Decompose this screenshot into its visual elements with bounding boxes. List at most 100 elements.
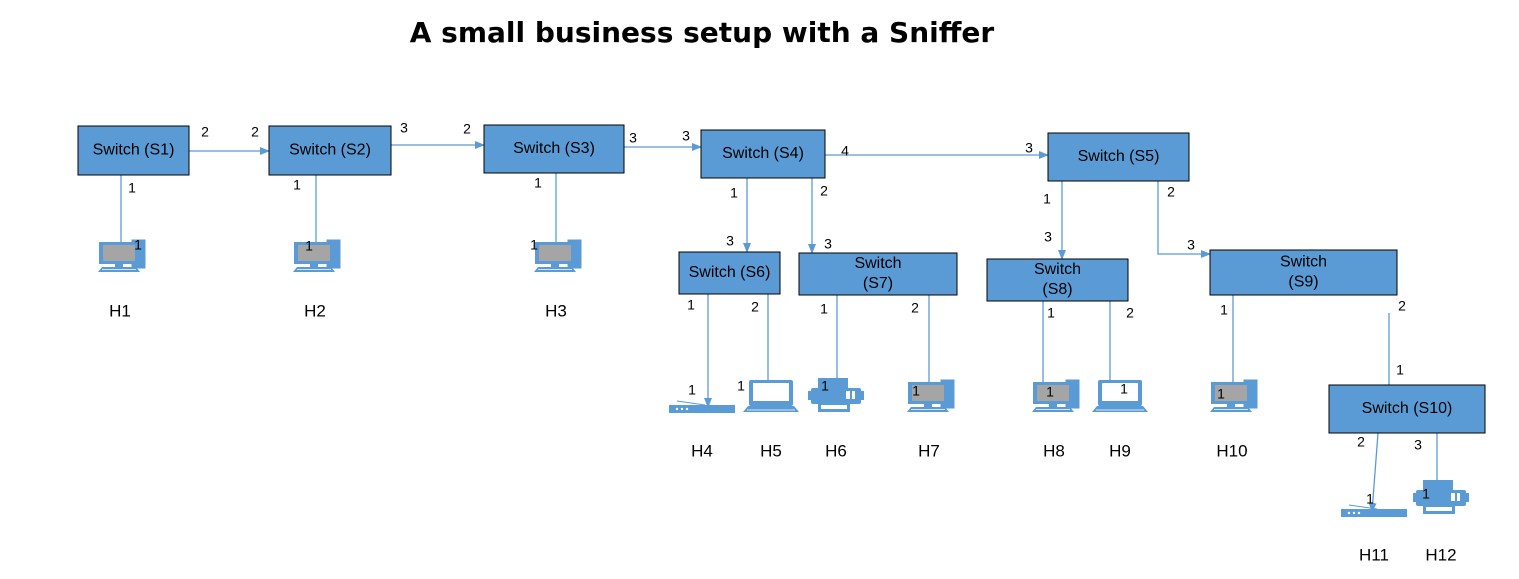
port-label: 1: [1120, 381, 1128, 397]
switch-label: Switch (S10): [1362, 400, 1453, 417]
port-label: 1: [1047, 305, 1055, 321]
desktop-computer-icon: [98, 238, 147, 272]
host-label: H5: [760, 441, 782, 460]
port-label: 2: [1398, 298, 1406, 314]
switch-label: Switch (S2): [289, 142, 371, 159]
desktop-computer-icon: [1032, 378, 1081, 412]
port-label: 1: [820, 301, 828, 317]
port-label: 1: [821, 378, 829, 394]
switch-label: Switch: [1034, 261, 1081, 278]
switch-box: [268, 125, 392, 176]
port-label: 3: [824, 236, 832, 252]
host-h7[interactable]: H7: [907, 378, 956, 460]
host-h11[interactable]: H11: [1341, 504, 1407, 564]
port-label: 2: [201, 124, 209, 140]
port-label: 1: [688, 382, 696, 398]
host-label: H1: [109, 301, 131, 320]
switch-s5[interactable]: Switch (S5): [1047, 132, 1190, 182]
switch-s7[interactable]: Switch (S7): [798, 252, 958, 296]
port-label: 2: [251, 124, 259, 140]
port-label: 3: [1044, 229, 1052, 245]
host-h2[interactable]: H2: [293, 238, 342, 320]
switch-s1[interactable]: Switch (S1): [77, 125, 190, 176]
switch-s8[interactable]: Switch (S8): [986, 258, 1129, 302]
host-label: H8: [1043, 441, 1065, 460]
port-label: 2: [1167, 184, 1175, 200]
laptop-icon: [743, 380, 799, 412]
port-label: 2: [751, 299, 759, 315]
port-label: 2: [820, 183, 828, 199]
link-s5-s9: [1157, 181, 1211, 258]
switch-s3[interactable]: Switch (S3): [483, 124, 625, 174]
port-label: 1: [687, 297, 695, 313]
host-h9[interactable]: H9: [1092, 380, 1148, 460]
port-label: 1: [1046, 384, 1054, 400]
router-icon: [669, 400, 735, 413]
switch-s6[interactable]: Switch (S6): [678, 251, 781, 295]
host-label: H6: [825, 441, 847, 460]
host-label: H2: [304, 301, 326, 320]
links-layer: [117, 141, 1441, 513]
switches-layer: Switch (S1) Switch (S2) Switch (S3) Switch …: [77, 124, 1486, 434]
port-label: 3: [682, 128, 690, 144]
port-label: 1: [1396, 362, 1404, 378]
host-label: H4: [691, 441, 713, 460]
port-label: 2: [463, 121, 471, 137]
switch-label: Switch (S4): [722, 145, 804, 162]
host-h3[interactable]: H3: [534, 238, 583, 320]
port-label: 3: [1187, 237, 1195, 253]
switch-label: (S9): [1288, 274, 1318, 291]
port-label: 1: [1366, 491, 1374, 507]
desktop-computer-icon: [907, 378, 956, 412]
host-label: H7: [918, 441, 940, 460]
switch-label: Switch: [854, 255, 901, 272]
desktop-computer-icon: [293, 238, 342, 272]
host-h1[interactable]: H1: [98, 238, 147, 320]
laptop-icon: [1092, 380, 1148, 412]
switch-s4[interactable]: Switch (S4): [700, 129, 826, 179]
switch-s2[interactable]: Switch (S2): [268, 125, 392, 176]
host-label: H11: [1359, 545, 1389, 564]
port-label: 1: [730, 185, 738, 201]
host-h10[interactable]: H10: [1210, 378, 1259, 460]
port-label: 1: [305, 238, 313, 254]
switch-box: [798, 252, 958, 296]
host-h5[interactable]: H5: [743, 380, 799, 460]
switch-label: Switch (S6): [689, 264, 771, 281]
diagram-title: A small business setup with a Sniffer: [409, 16, 995, 49]
switch-box: [1328, 384, 1486, 434]
link-s10-h11: [1368, 432, 1379, 513]
switch-label: (S7): [863, 275, 893, 292]
port-label: 1: [534, 175, 542, 191]
host-h4[interactable]: H4: [669, 400, 735, 460]
switch-box: [1209, 249, 1398, 296]
switch-s9[interactable]: Switch (S9): [1209, 249, 1398, 296]
printer-icon: [1413, 480, 1469, 514]
switch-box: [700, 129, 826, 179]
host-h6[interactable]: H6: [808, 378, 864, 460]
port-label: 1: [134, 237, 142, 253]
port-label: 1: [1043, 191, 1051, 207]
switch-label: (S8): [1042, 281, 1072, 298]
host-h12[interactable]: H12: [1413, 480, 1469, 564]
port-label: 1: [128, 180, 136, 196]
switch-label: Switch: [1280, 254, 1327, 271]
switch-s10[interactable]: Switch (S10): [1328, 384, 1486, 434]
port-label: 3: [1414, 437, 1422, 453]
printer-icon: [808, 378, 864, 412]
host-label: H9: [1109, 441, 1131, 460]
desktop-computer-icon: [1210, 378, 1259, 412]
port-label: 3: [726, 233, 734, 249]
port-label: 3: [400, 120, 408, 136]
port-label: 1: [912, 383, 920, 399]
switch-box: [77, 125, 190, 176]
port-label: 1: [1217, 386, 1225, 402]
port-label: 2: [1126, 305, 1134, 321]
port-label: 1: [1422, 486, 1430, 502]
port-label: 3: [629, 130, 637, 146]
host-h8[interactable]: H8: [1032, 378, 1081, 460]
port-label: 2: [1357, 434, 1365, 450]
port-label: 3: [1025, 140, 1033, 156]
